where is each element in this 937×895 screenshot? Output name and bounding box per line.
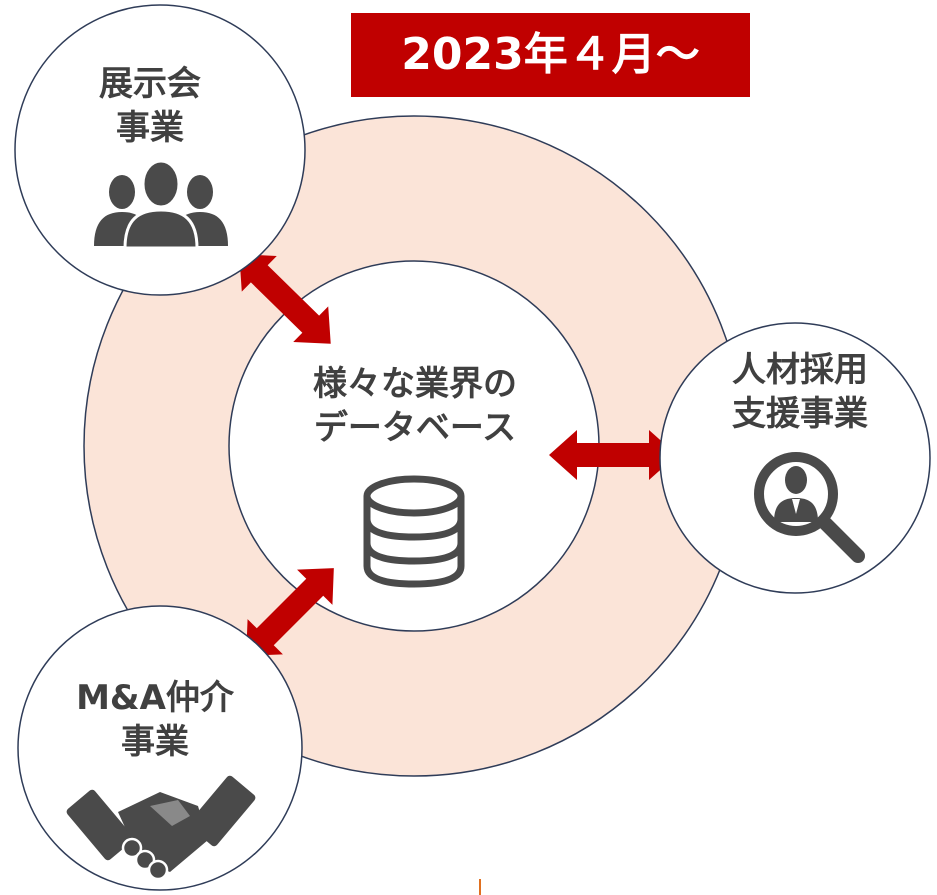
recruitment-label-line1: 人材採用: [732, 350, 868, 390]
arrow-exhibition: [239, 254, 331, 344]
exhibition-label-line1: 展示会: [99, 64, 201, 104]
ma-label-line1: M&A仲介: [76, 678, 234, 718]
database-icon: [363, 475, 465, 588]
database-label: 様々な業界の データベース: [270, 362, 560, 450]
people-group-icon: [94, 159, 228, 250]
recruitment-label-line2: 支援事業: [732, 394, 868, 434]
arrow-ma: [246, 568, 334, 656]
period-banner: 2023年４月～: [351, 13, 750, 97]
recruitment-label: 人材採用 支援事業: [700, 348, 900, 436]
exhibition-circle: [14, 4, 306, 296]
exhibition-label-line2: 事業: [116, 108, 184, 148]
handshake-icon: [66, 775, 256, 881]
ma-label-line2: 事業: [121, 722, 189, 762]
database-label-line1: 様々な業界の: [313, 364, 517, 404]
exhibition-label: 展示会 事業: [70, 62, 230, 150]
ma-label: M&A仲介 事業: [45, 676, 265, 764]
arrow-recruitment: [549, 430, 677, 480]
person-search-icon: [754, 452, 865, 563]
database-label-line2: データベース: [313, 408, 517, 448]
